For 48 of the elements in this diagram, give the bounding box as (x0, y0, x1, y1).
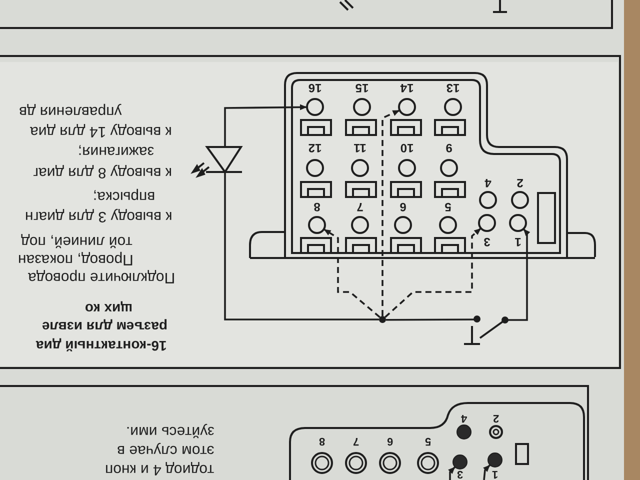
wire-arrow (224, 104, 307, 147)
pin-number: 1 (490, 468, 500, 479)
pin-number: 4 (460, 412, 468, 423)
body-text: этом случае в (116, 442, 214, 458)
body-text: к выводу 8 для диаг (33, 164, 172, 180)
pin-number: 7 (352, 435, 360, 446)
body-text: тодиод 4 и кноп (104, 462, 214, 477)
pin-number: 2 (492, 412, 500, 423)
pin-number: 7 (356, 201, 364, 213)
pin-number: 9 (444, 142, 454, 154)
pin-number: 5 (424, 435, 432, 446)
body-text: к выводу 14 для диа (30, 124, 172, 139)
wire-arrow (448, 466, 456, 480)
wire (224, 172, 379, 320)
body-text: Провод, показан (18, 252, 133, 267)
pin-number: 15 (354, 82, 370, 94)
pin-number: 6 (386, 435, 394, 446)
heading-text: 16-контактный диа (36, 339, 167, 354)
pin-number: 11 (352, 142, 368, 154)
wire-arrow (382, 109, 400, 316)
body-text: Подключите провода (28, 270, 175, 285)
pin-number: 4 (484, 177, 492, 189)
wire-arrow (508, 228, 530, 321)
pin-number: 14 (399, 82, 415, 94)
pin-number: 10 (399, 142, 415, 154)
pin-number: 16 (307, 82, 323, 94)
wire-arrow (323, 228, 380, 318)
pin-number: 1 (514, 236, 522, 248)
pin-number: 5 (444, 201, 452, 213)
body-text: зуйтесь ими. (126, 424, 214, 439)
heading-text: разъем для извле (42, 320, 167, 334)
pin-number: 8 (312, 201, 322, 213)
pin-number: 3 (482, 236, 492, 248)
pin-number: 12 (307, 142, 323, 154)
heading-text: щих ко (84, 302, 132, 316)
pin-number: 13 (445, 82, 461, 94)
body-text: впрыска; (92, 188, 155, 204)
wire-arrow (384, 228, 482, 318)
wire-arrow (483, 464, 491, 480)
body-text: к выводу 3 для диагн (24, 208, 172, 224)
pin-number: 3 (456, 468, 464, 479)
wire (386, 318, 474, 321)
pin-number: 2 (516, 177, 524, 189)
body-text: зажигания; (78, 144, 154, 159)
pin-number: 8 (318, 435, 326, 446)
pin-number: 6 (398, 201, 408, 213)
body-text: той линией, под (20, 234, 132, 249)
body-text: управления дв (19, 104, 122, 119)
